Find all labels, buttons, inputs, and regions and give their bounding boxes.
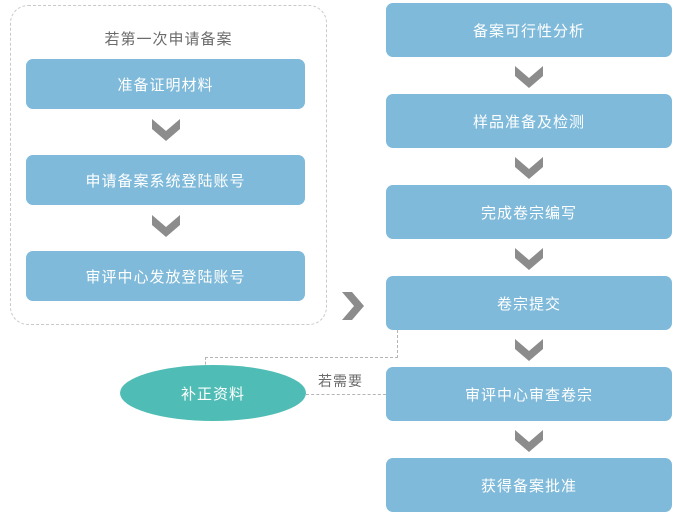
feedback-connector-segment-down: [397, 330, 398, 358]
chevron-down-icon: [511, 63, 547, 89]
flowchart-canvas: 若第一次申请备案 准备证明材料 申请备案系统登陆账号 审评中心发放登陆账号 备案…: [10, 3, 672, 512]
process-box-center-issues-account[interactable]: 审评中心发放登陆账号: [26, 251, 305, 301]
group-title: 若第一次申请备案: [104, 30, 233, 48]
process-box-prepare-materials[interactable]: 准备证明材料: [26, 59, 305, 109]
chevron-down-icon: [511, 336, 547, 362]
process-box-submit-dossier[interactable]: 卷宗提交: [386, 276, 672, 330]
process-box-complete-dossier[interactable]: 完成卷宗编写: [386, 185, 672, 239]
process-box-sample-preparation-testing[interactable]: 样品准备及检测: [386, 94, 672, 148]
chevron-right-icon: [338, 288, 366, 324]
process-box-feasibility-analysis[interactable]: 备案可行性分析: [386, 3, 672, 57]
edge-label-if-needed: 若需要: [318, 374, 363, 390]
chevron-down-icon: [511, 245, 547, 271]
chevron-down-icon: [148, 116, 184, 142]
feedback-edge-to-review: [306, 394, 386, 395]
process-box-obtain-filing-approval[interactable]: 获得备案批准: [386, 458, 672, 512]
chevron-down-icon: [511, 427, 547, 453]
decision-node-supplement-materials[interactable]: 补正资料: [120, 365, 306, 421]
chevron-down-icon: [511, 154, 547, 180]
chevron-down-icon: [148, 212, 184, 238]
process-box-apply-account[interactable]: 申请备案系统登陆账号: [26, 155, 305, 205]
feedback-connector-segment-left: [205, 357, 398, 358]
process-box-center-reviews-dossier[interactable]: 审评中心审查卷宗: [386, 367, 672, 421]
